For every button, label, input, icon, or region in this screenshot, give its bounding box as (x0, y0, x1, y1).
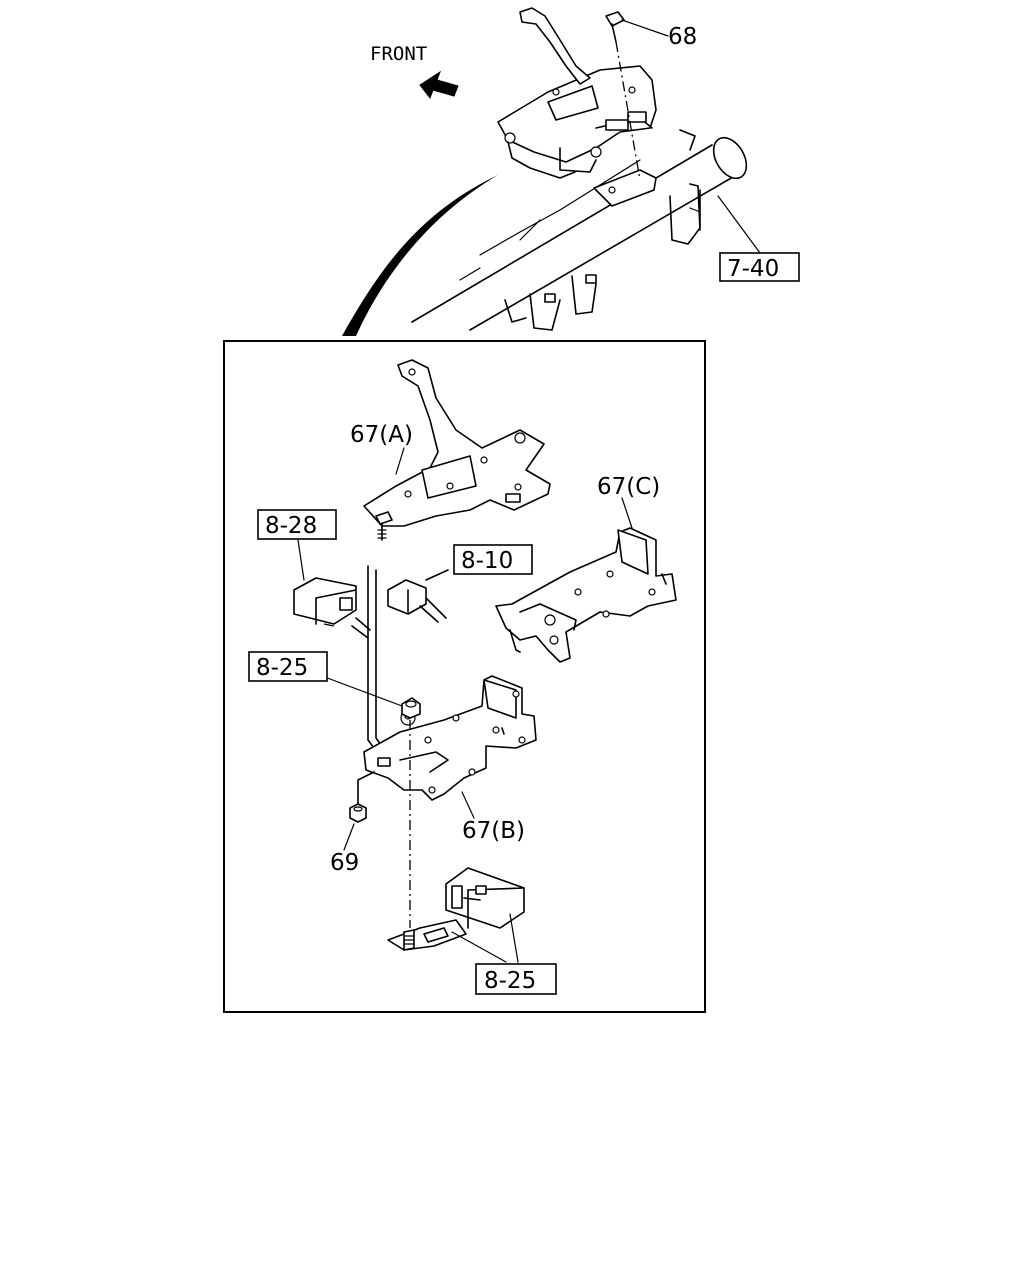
detail-transition-arc (342, 175, 498, 336)
leader-8-25-nut (321, 675, 403, 707)
callout-8-28: 8-28 (265, 513, 317, 539)
bracket-67c (495, 527, 677, 663)
callout-69: 69 (330, 850, 359, 876)
relay-8-25-lower (387, 800, 525, 951)
callout-box-8-25-relay (475, 963, 557, 995)
overview-bracket (497, 7, 669, 207)
leader-67c (621, 497, 633, 529)
leader-7-40 (717, 195, 761, 254)
callout-7-40: 7-40 (727, 256, 779, 282)
leader-8-28 (297, 539, 305, 581)
bracket-67b (363, 675, 537, 801)
nut-8-25 (401, 697, 421, 800)
leader-67a (395, 447, 405, 475)
cross-member (411, 129, 748, 331)
leader-8-25-relay-a (451, 931, 507, 963)
overview-assembly: FRONT (342, 7, 800, 336)
bracket-67a (363, 359, 551, 541)
callout-box-8-10 (453, 544, 533, 575)
relay-8-28 (293, 577, 357, 627)
leader-67b (461, 791, 475, 819)
callout-box-8-28 (257, 509, 337, 540)
connector-8-10 (387, 569, 449, 623)
leader-69 (343, 823, 355, 851)
callout-8-25-nut: 8-25 (256, 655, 308, 681)
harness-wires (351, 565, 387, 757)
callout-67a: 67(A) (350, 422, 413, 448)
detail-frame (223, 340, 706, 1013)
front-arrow-icon (419, 70, 459, 100)
callout-box-7-40 (719, 252, 800, 282)
callout-67b: 67(B) (462, 818, 525, 844)
callout-8-25-relay: 8-25 (484, 968, 536, 994)
leader-8-25-relay-b (509, 913, 519, 963)
callout-8-10: 8-10 (461, 548, 513, 574)
callout-67c: 67(C) (597, 474, 660, 500)
callout-box-8-25-nut (248, 651, 328, 682)
front-label: FRONT (370, 43, 427, 65)
callout-68: 68 (668, 24, 697, 50)
nut-69 (349, 771, 375, 823)
